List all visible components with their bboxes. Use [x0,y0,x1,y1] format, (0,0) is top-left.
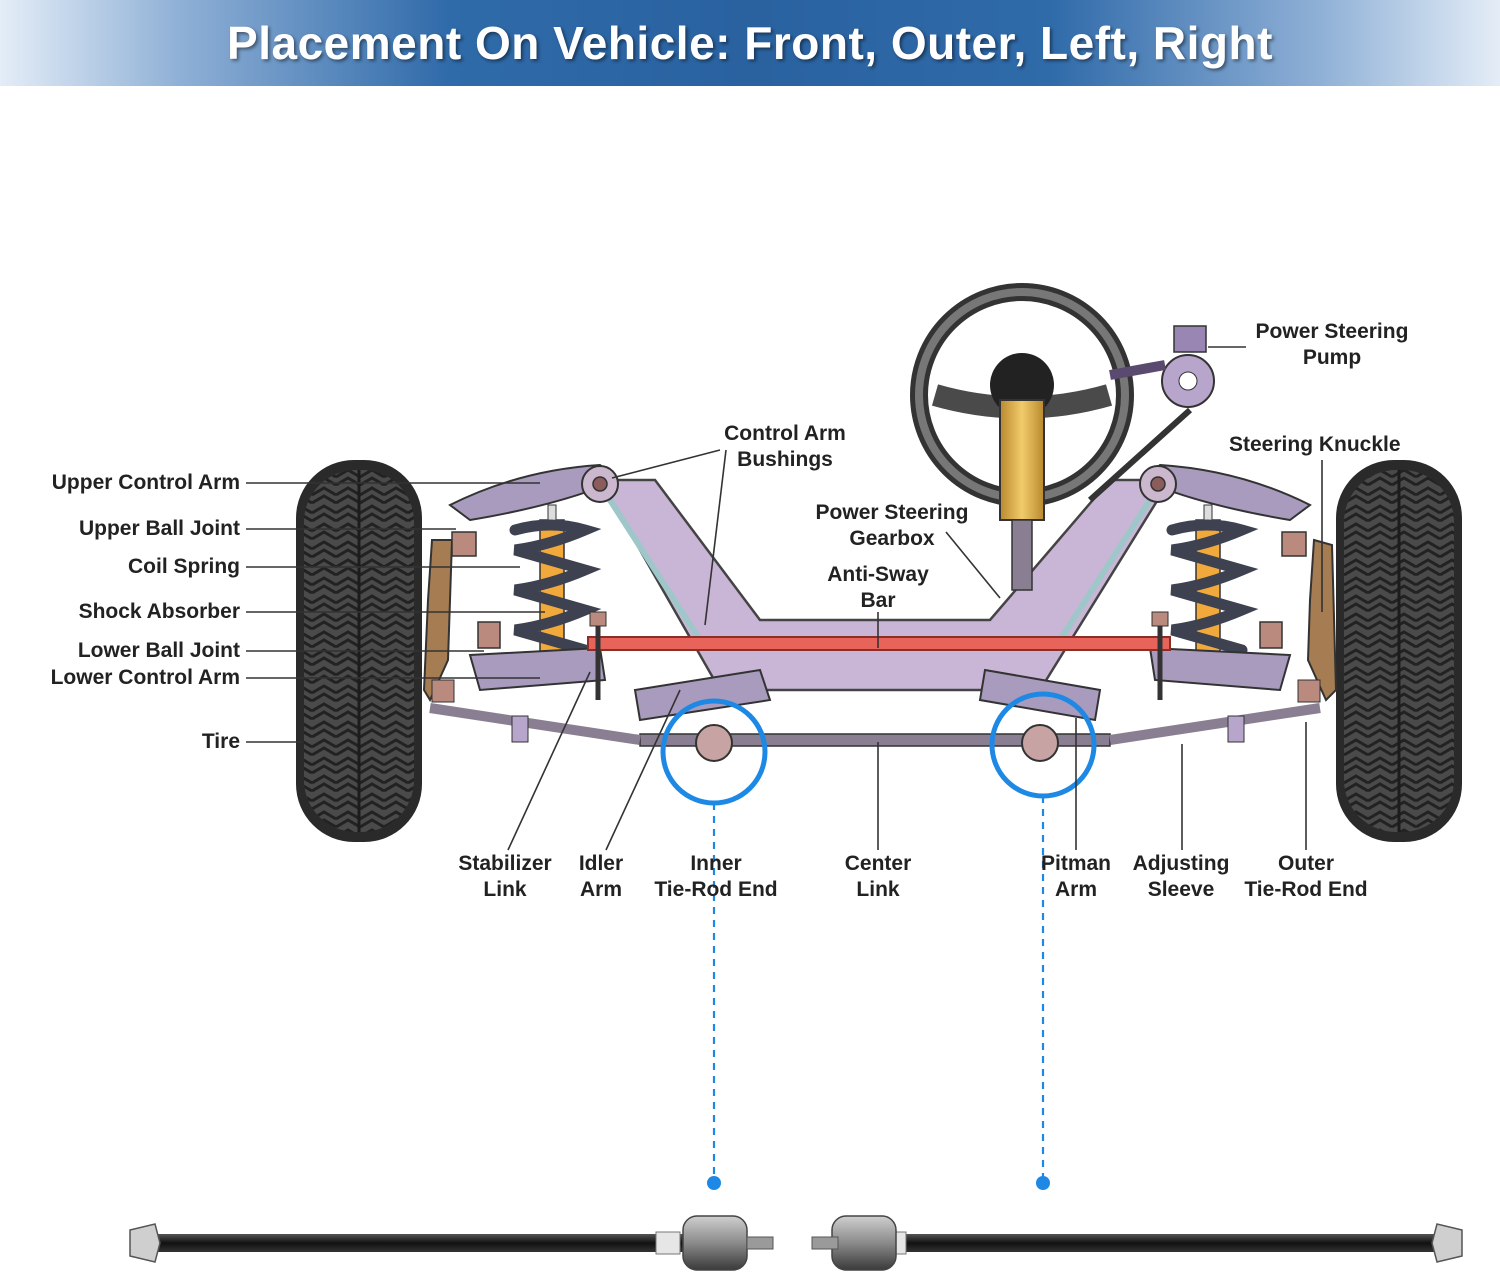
title-banner: Placement On Vehicle: Front, Outer, Left… [0,0,1500,86]
right-steering-knuckle [1306,538,1338,702]
connector-dot-right [1036,1176,1050,1190]
tie-rods [429,679,1321,745]
page-title: Placement On Vehicle: Front, Outer, Left… [227,17,1273,69]
label-lower-control-arm: Lower Control Arm [50,666,240,689]
upper-control-arms [448,463,1312,522]
label-upper-ball-joint: Upper Ball Joint [78,517,240,540]
connector-dot-left [707,1176,721,1190]
steering-column [999,399,1045,591]
label-upper-control-arm: Upper Control Arm [51,471,240,494]
left-coil-spring [509,504,602,661]
right-coil-spring [1166,504,1259,661]
left-steering-knuckle [422,539,454,703]
upper-ball-joints [451,531,1307,557]
anti-sway-bar [587,611,1171,700]
right-tire [1336,460,1462,842]
label-steering-knuckle: Steering Knuckle [1229,433,1401,456]
power-steering-pump [1087,325,1215,503]
dashed-connectors [712,796,1045,1178]
leader-lines [246,346,1323,851]
lower-control-arms [468,621,1292,692]
label-shock-absorber: Shock Absorber [78,600,240,623]
product-tie-rod-left [129,1215,774,1271]
label-coil-spring: Coil Spring [128,555,240,578]
product-tie-rod-right [811,1215,1463,1271]
label-tire: Tire [201,730,240,753]
label-lower-ball-joint: Lower Ball Joint [77,639,240,662]
